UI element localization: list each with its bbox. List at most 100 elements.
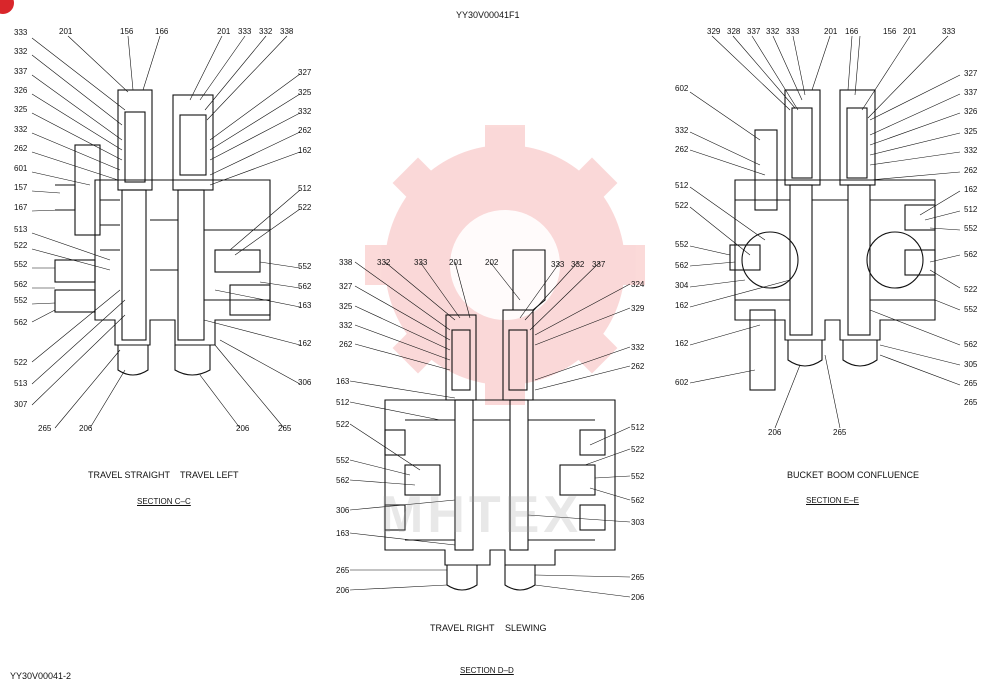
callout-dd-7: 522 bbox=[336, 420, 350, 429]
callout-ee-32: 562 bbox=[964, 250, 978, 259]
callout-ee-9: 333 bbox=[942, 27, 956, 36]
callout-ee-2: 337 bbox=[747, 27, 761, 36]
callout-cc-15: 562 bbox=[14, 318, 28, 327]
section-cc-label: SECTION C–C bbox=[137, 497, 191, 506]
callout-cc-35: 552 bbox=[298, 262, 312, 271]
callout-cc-37: 163 bbox=[298, 301, 312, 310]
callout-cc-24: 201 bbox=[217, 27, 231, 36]
callout-cc-21: 201 bbox=[59, 27, 73, 36]
callout-dd-1: 327 bbox=[339, 282, 353, 291]
callout-cc-26: 332 bbox=[259, 27, 273, 36]
callout-cc-38: 162 bbox=[298, 339, 312, 348]
callout-ee-26: 325 bbox=[964, 127, 978, 136]
callout-dd-21: 324 bbox=[631, 280, 645, 289]
callout-ee-20: 602 bbox=[675, 378, 689, 387]
callout-ee-5: 201 bbox=[824, 27, 838, 36]
section-cc-caption-left: TRAVEL STRAIGHT bbox=[88, 470, 171, 480]
callout-dd-25: 512 bbox=[631, 423, 645, 432]
callout-ee-12: 262 bbox=[675, 145, 689, 154]
callout-ee-13: 512 bbox=[675, 181, 689, 190]
callout-ee-30: 512 bbox=[964, 205, 978, 214]
callout-ee-10: 602 bbox=[675, 84, 689, 93]
callout-ee-35: 562 bbox=[964, 340, 978, 349]
callout-cc-22: 156 bbox=[120, 27, 134, 36]
section-dd-body bbox=[384, 249, 616, 591]
callout-cc-20: 206 bbox=[79, 424, 93, 433]
callout-cc-25: 333 bbox=[238, 27, 252, 36]
callout-cc-31: 262 bbox=[298, 126, 312, 135]
section-dd-leaders bbox=[349, 261, 631, 598]
callout-cc-14: 552 bbox=[14, 296, 28, 305]
callout-dd-0: 338 bbox=[339, 258, 353, 267]
callout-cc-32: 162 bbox=[298, 146, 312, 155]
callout-cc-17: 513 bbox=[14, 379, 28, 388]
callout-cc-28: 327 bbox=[298, 68, 312, 77]
callout-ee-3: 332 bbox=[766, 27, 780, 36]
callout-cc-1: 332 bbox=[14, 47, 28, 56]
callout-cc-29: 325 bbox=[298, 88, 312, 97]
callout-ee-28: 262 bbox=[964, 166, 978, 175]
callout-ee-14: 522 bbox=[675, 201, 689, 210]
callout-ee-7: 156 bbox=[883, 27, 897, 36]
callout-cc-10: 513 bbox=[14, 225, 28, 234]
callout-cc-33: 512 bbox=[298, 184, 312, 193]
callout-dd-19: 332 bbox=[571, 260, 585, 269]
callout-ee-33: 522 bbox=[964, 285, 978, 294]
callout-cc-13: 562 bbox=[14, 280, 28, 289]
callout-cc-39: 306 bbox=[298, 378, 312, 387]
callout-dd-24: 262 bbox=[631, 362, 645, 371]
callout-cc-11: 522 bbox=[14, 241, 28, 250]
section-dd-label: SECTION D–D bbox=[460, 666, 514, 675]
drawing-code: YY30V00041F1 bbox=[456, 10, 520, 20]
section-dd-caption-right: SLEWING bbox=[505, 623, 547, 633]
callout-dd-10: 306 bbox=[336, 506, 350, 515]
callout-cc-9: 167 bbox=[14, 203, 28, 212]
callout-dd-23: 332 bbox=[631, 343, 645, 352]
callout-cc-12: 552 bbox=[14, 260, 28, 269]
callout-ee-6: 166 bbox=[845, 27, 859, 36]
callout-cc-3: 326 bbox=[14, 86, 28, 95]
callout-ee-8: 201 bbox=[903, 27, 917, 36]
callout-cc-7: 601 bbox=[14, 164, 28, 173]
callout-dd-16: 201 bbox=[449, 258, 463, 267]
section-cc-caption-right: TRAVEL LEFT bbox=[180, 470, 239, 480]
callout-dd-11: 163 bbox=[336, 529, 350, 538]
callout-ee-19: 162 bbox=[675, 339, 689, 348]
callout-dd-30: 265 bbox=[631, 573, 645, 582]
callout-dd-9: 562 bbox=[336, 476, 350, 485]
callout-ee-27: 332 bbox=[964, 146, 978, 155]
callout-ee-24: 337 bbox=[964, 88, 978, 97]
callout-ee-36: 305 bbox=[964, 360, 978, 369]
callout-cc-4: 325 bbox=[14, 105, 28, 114]
callout-ee-23: 327 bbox=[964, 69, 978, 78]
callout-dd-5: 163 bbox=[336, 377, 350, 386]
callout-dd-18: 333 bbox=[551, 260, 565, 269]
callout-dd-29: 303 bbox=[631, 518, 645, 527]
callout-dd-12: 265 bbox=[336, 566, 350, 575]
section-ee-label: SECTION E–E bbox=[806, 496, 859, 505]
section-dd-caption-left: TRAVEL RIGHT bbox=[430, 623, 495, 633]
callout-cc-5: 332 bbox=[14, 125, 28, 134]
callout-ee-31: 552 bbox=[964, 224, 978, 233]
callout-dd-3: 332 bbox=[339, 321, 353, 330]
callout-dd-14: 332 bbox=[377, 258, 391, 267]
callout-ee-17: 304 bbox=[675, 281, 689, 290]
section-ee-leaders bbox=[689, 35, 961, 429]
section-cc-body bbox=[54, 89, 271, 376]
callout-dd-22: 329 bbox=[631, 304, 645, 313]
callout-ee-25: 326 bbox=[964, 107, 978, 116]
callout-cc-30: 332 bbox=[298, 107, 312, 116]
callout-ee-11: 332 bbox=[675, 126, 689, 135]
callout-dd-2: 325 bbox=[339, 302, 353, 311]
callout-dd-20: 337 bbox=[592, 260, 606, 269]
callout-ee-34: 552 bbox=[964, 305, 978, 314]
callout-ee-1: 328 bbox=[727, 27, 741, 36]
callout-cc-0: 333 bbox=[14, 28, 28, 37]
section-ee-caption-right: BOOM CONFLUENCE bbox=[827, 470, 920, 480]
callout-ee-18: 162 bbox=[675, 301, 689, 310]
callout-cc-16: 522 bbox=[14, 358, 28, 367]
callout-dd-15: 333 bbox=[414, 258, 428, 267]
callout-cc-34: 522 bbox=[298, 203, 312, 212]
callout-ee-38: 265 bbox=[964, 398, 978, 407]
